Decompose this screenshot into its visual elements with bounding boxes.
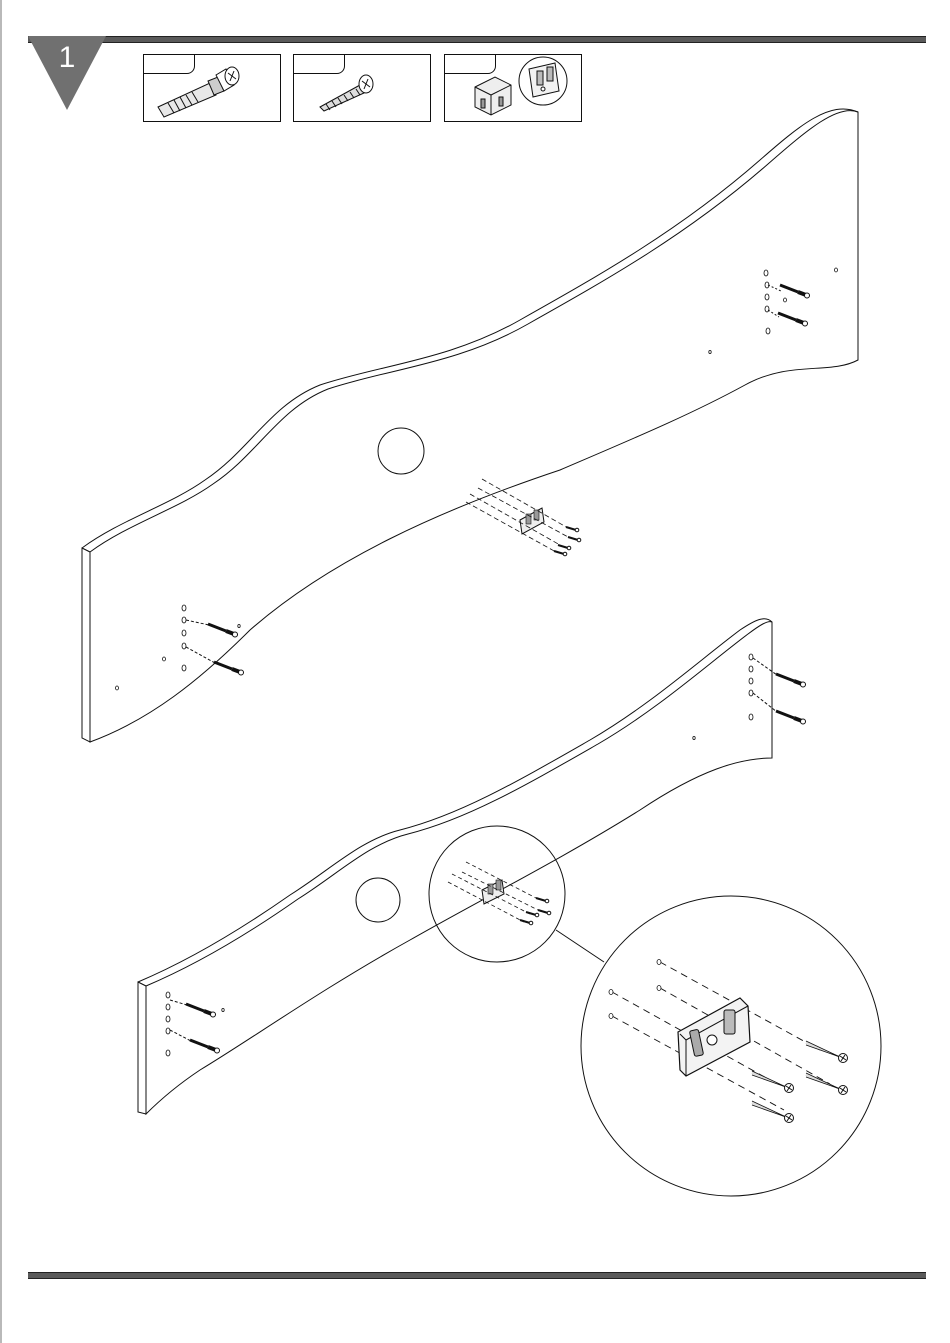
bracket-detail-magnified: [581, 896, 881, 1196]
lower-panel-hole: [356, 878, 400, 922]
callout-connector: [556, 930, 604, 962]
upper-panel-hole: [378, 428, 424, 474]
